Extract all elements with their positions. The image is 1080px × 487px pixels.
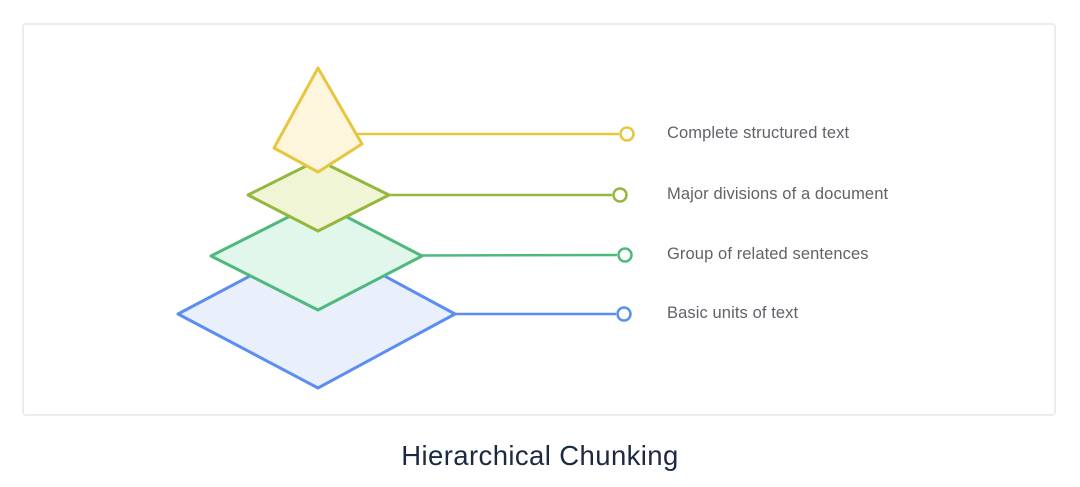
level-label-4: Basic units of text: [667, 304, 799, 322]
level-label-1: Complete structured text: [667, 124, 850, 142]
diagram-card: [22, 23, 1056, 416]
level-label-3: Group of related sentences: [667, 245, 869, 263]
diagram-title: Hierarchical Chunking: [401, 440, 679, 471]
level-label-2: Major divisions of a document: [667, 185, 889, 203]
